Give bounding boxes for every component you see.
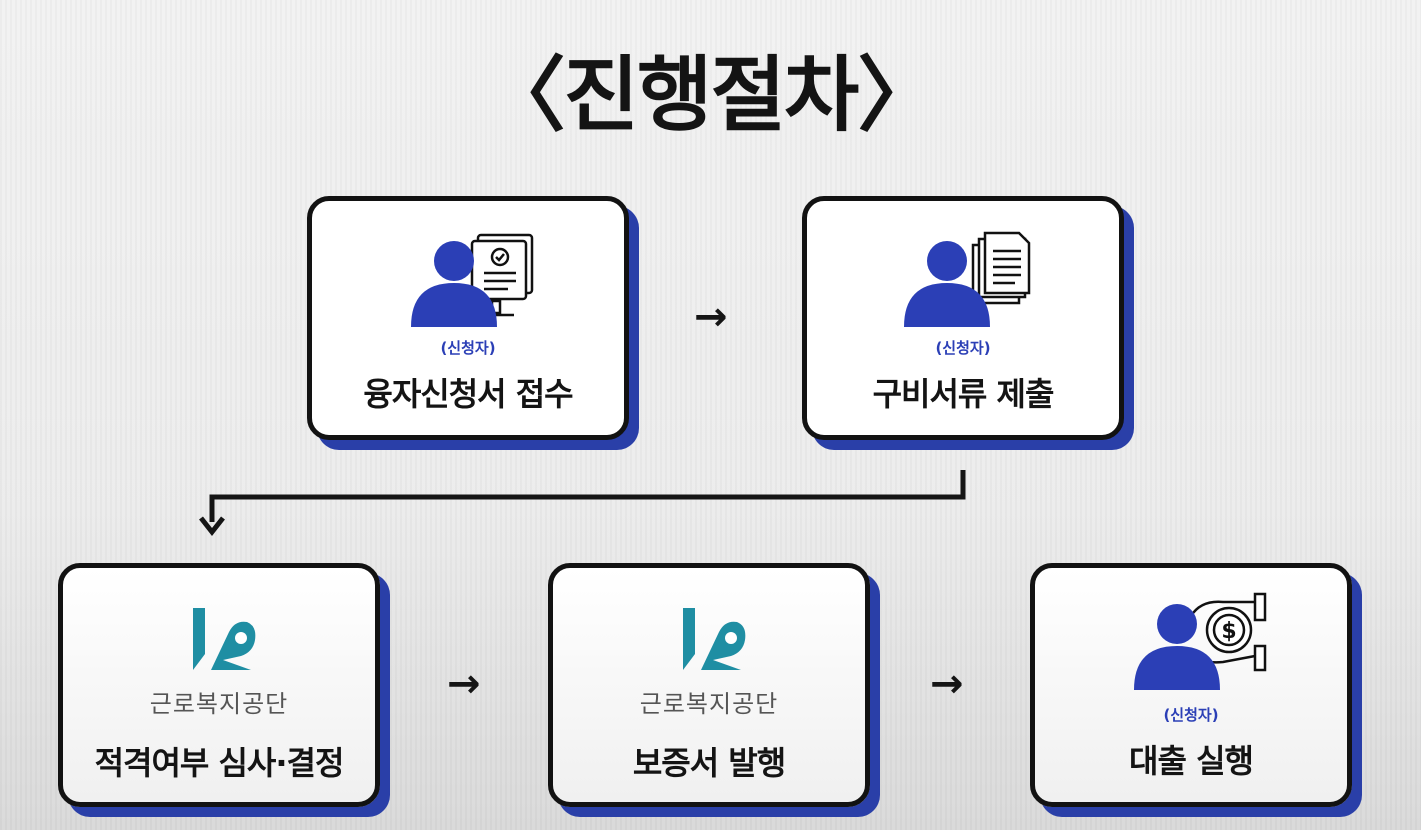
person-certificate-monitor-icon [411, 233, 534, 327]
kcomwel-logo-icon [193, 608, 256, 670]
step-label: 융자신청서 접수 [363, 375, 573, 413]
step-card-submit-documents: (신청자) 구비서류 제출 [802, 196, 1124, 440]
person-documents-icon [904, 231, 1031, 327]
page-title: 〈진행절차〉 [483, 48, 940, 143]
step-role-label: (신청자) [935, 339, 991, 357]
step-label: 보증서 발행 [632, 744, 786, 782]
step-role-label: (신청자) [440, 339, 496, 357]
step-label: 대출 실행 [1129, 742, 1254, 780]
step-card-eligibility-review: 근로복지공단 적격여부 심사·결정 [58, 563, 380, 807]
organization-name: 근로복지공단 [149, 690, 289, 718]
arrow-right-icon: → [694, 294, 728, 340]
svg-text:$: $ [1221, 619, 1236, 644]
step-card-loan-execution: $ (신청자) 대출 실행 [1030, 563, 1352, 807]
arrow-right-icon: → [447, 661, 481, 707]
kcomwel-logo-icon [683, 608, 746, 670]
step-label: 적격여부 심사·결정 [94, 744, 345, 782]
person-money-hand-icon: $ [1134, 592, 1267, 690]
step-card-application-receipt: (신청자) 융자신청서 접수 [307, 196, 629, 440]
organization-name: 근로복지공단 [639, 690, 779, 718]
arrow-right-icon: → [930, 661, 964, 707]
step-card-guarantee-issuance: 근로복지공단 보증서 발행 [548, 563, 870, 807]
step-label: 구비서류 제출 [872, 375, 1055, 413]
step-role-label: (신청자) [1163, 706, 1219, 724]
